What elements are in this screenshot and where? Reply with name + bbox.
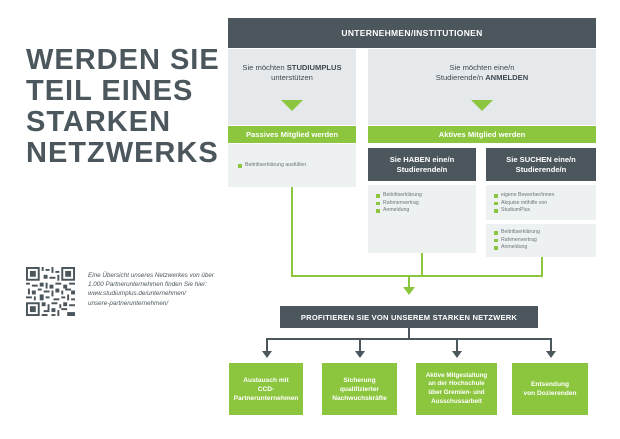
seek-title-line1: Sie SUCHEN eine/n (506, 154, 576, 164)
benefit-line: Austausch mit (243, 376, 289, 384)
connector-line (266, 338, 552, 340)
benefit-line: über Gremien- und (428, 389, 485, 396)
benefit-line: Entsendung (530, 381, 570, 388)
benefit-line: Ausschussarbeit (431, 397, 482, 405)
arrow-down-icon (452, 351, 462, 358)
top-header: UNTERNEHMEN/INSTITUTIONEN (228, 18, 596, 48)
page-heading: WERDEN SIE TEIL EINES STARKEN NETZWERKS (26, 45, 220, 169)
arrow-down-icon (281, 100, 303, 111)
list-item: Beitrittserklärung ausfüllen (238, 162, 356, 170)
active-membership-label: Aktives Mitglied werden (368, 126, 596, 143)
list-item: StudiumPlus (494, 207, 596, 215)
connector-line (541, 257, 543, 277)
connector-line (408, 275, 410, 289)
right-question-line2: Studierende/n ANMELDEN (435, 73, 529, 82)
left-question-line2: unterstützen (271, 73, 313, 82)
info-link[interactable]: www.studiumplus.de/unternehmen/ (88, 290, 187, 298)
passive-list: Beitrittserklärung ausfüllen (228, 144, 356, 187)
info-link[interactable]: unsere-partnerunternehmen/ (88, 299, 169, 307)
seek-student-box: Sie SUCHEN eine/n Studierende/n (486, 148, 596, 181)
seek-title-line2: Studierende/n (515, 164, 567, 174)
connector-line (359, 338, 361, 352)
benefit-box: Austausch mit CCD- Partnerunternehmen (229, 363, 303, 415)
have-list: Beitrittserklärung Rahmenvertrag Anmeldu… (368, 185, 476, 253)
benefit-line: Partnerunternehmen (233, 394, 299, 402)
arrow-down-icon (471, 100, 493, 111)
heading-line: WERDEN SIE (26, 44, 220, 76)
benefit-box: Aktive Mitgestaltung an der Hochschule ü… (416, 363, 497, 415)
list-item: Beitrittserklärung (376, 192, 476, 200)
benefit-line: Sicherung (343, 376, 376, 384)
benefit-box: Sicherung qualifizierter Nachwuchskräfte (322, 363, 397, 415)
right-question-box: Sie möchten eine/n Studierende/n ANMELDE… (368, 49, 596, 125)
list-item: Akquise mithilfe von (494, 200, 596, 208)
arrow-down-icon (355, 351, 365, 358)
list-item: eigene Bewerber/innen (494, 192, 596, 200)
benefit-line: Aktive Mitgestaltung (425, 371, 488, 379)
arrow-down-icon (262, 351, 272, 358)
connector-line (421, 253, 423, 277)
seek-list-top: eigene Bewerber/innen Akquise mithilfe v… (486, 185, 596, 220)
left-question-box: Sie möchten STUDIUMPLUS unterstützen (228, 49, 356, 125)
benefit-header: PROFITIEREN SIE VON UNSEREM STARKEN NETZ… (280, 306, 538, 328)
benefit-box: Entsendung von Dozierenden (512, 363, 588, 415)
seek-list-bottom: Beitrittserklärung Rahmenvertrag Anmeldu… (486, 224, 596, 257)
have-student-box: Sie HABEN eine/n Studierende/n (368, 148, 476, 181)
heading-line: STARKEN (26, 106, 172, 138)
connector-line (408, 328, 410, 338)
info-line: 1.000 Partnerunternehmen finden Sie hier… (88, 281, 208, 289)
passive-membership-label: Passives Mitglied werden (228, 126, 356, 143)
benefit-line: an der Hochschule (428, 380, 485, 388)
benefit-line: Nachwuchskräfte (332, 394, 387, 402)
connector-line (550, 338, 552, 352)
arrow-down-icon (546, 351, 556, 358)
have-title-line1: Sie HABEN eine/n (389, 154, 455, 164)
list-item: Anmeldung (494, 244, 596, 252)
benefit-line: CCD- (257, 385, 275, 393)
arrow-down-icon (403, 287, 415, 295)
right-question-line1: Sie möchten eine/n (449, 63, 515, 72)
connector-line (291, 275, 543, 277)
have-title-line2: Studierende/n (396, 164, 448, 174)
benefit-line: qualifizierter (339, 385, 380, 393)
benefit-line: von Dozierenden (523, 390, 577, 397)
connector-line (266, 338, 268, 352)
network-info-text: Eine Übersicht unseres Netzwerkes von üb… (88, 271, 238, 308)
heading-line: TEIL EINES (26, 75, 194, 107)
list-item: Beitrittserklärung (494, 229, 596, 237)
list-item: Anmeldung (376, 207, 476, 215)
heading-line: NETZWERKS (26, 137, 219, 169)
connector-line (456, 338, 458, 352)
list-item: Rahmenvertrag (376, 200, 476, 208)
info-line: Eine Übersicht unseres Netzwerkes von üb… (88, 272, 214, 279)
qr-code-icon (26, 267, 75, 316)
connector-line (291, 187, 293, 277)
list-item: Rahmenvertrag (494, 237, 596, 245)
left-question-line1: Sie möchten STUDIUMPLUS (242, 63, 342, 72)
